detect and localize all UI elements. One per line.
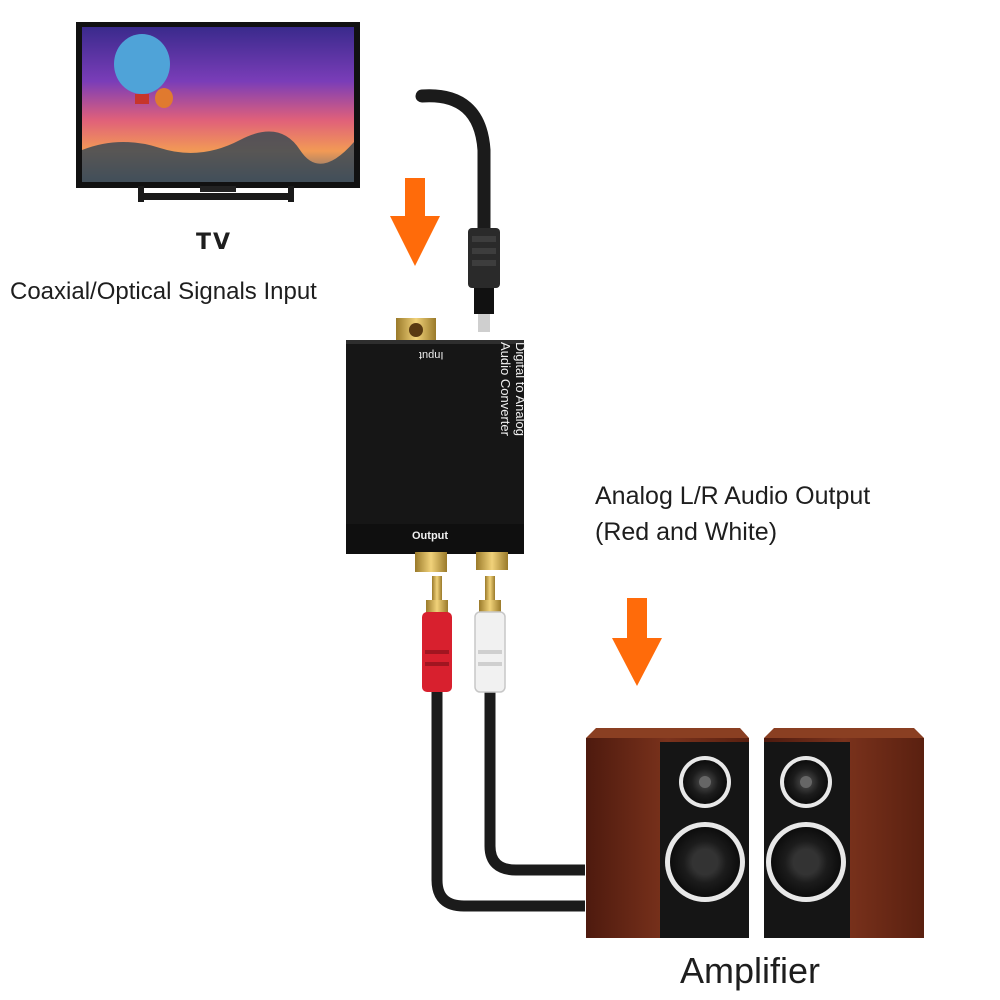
speaker-right [764,728,924,938]
converter-title-line2: Audio Converter [498,342,513,436]
converter-input-label: Input [419,349,444,361]
tv-balloon-small [155,88,173,108]
input-signal-label: Coaxial/Optical Signals Input [10,278,317,305]
tv-neck [200,186,236,192]
rca-cable-white [484,690,585,876]
converter-output-label: Output [412,530,449,542]
rca-output-jack-right [476,552,508,570]
tv-illustration [76,22,360,202]
converter-title-line1: Digital to Analog [513,342,528,436]
rca-cable-red [431,690,585,912]
optical-cable [415,89,491,239]
rca-plug-red [422,576,452,692]
tv-label: TV [196,230,233,255]
converter-box [346,318,524,572]
converter-title: Digital to Analog Audio Converter [498,342,528,472]
tv-balloon-large [114,34,170,94]
optical-plug [468,228,500,332]
speaker-left [586,728,749,938]
arrow-down-icon [390,178,440,266]
rca-plug-white [474,576,506,693]
tv-stand [140,193,292,200]
output-signal-label: Analog L/R Audio Output [595,482,871,510]
rca-output-jack-left [415,552,447,572]
arrow-down-icon [612,598,662,686]
amplifier-label: Amplifier [680,950,821,991]
output-signal-sublabel: (Red and White) [595,518,778,546]
tv-screen-mountains [82,131,354,182]
